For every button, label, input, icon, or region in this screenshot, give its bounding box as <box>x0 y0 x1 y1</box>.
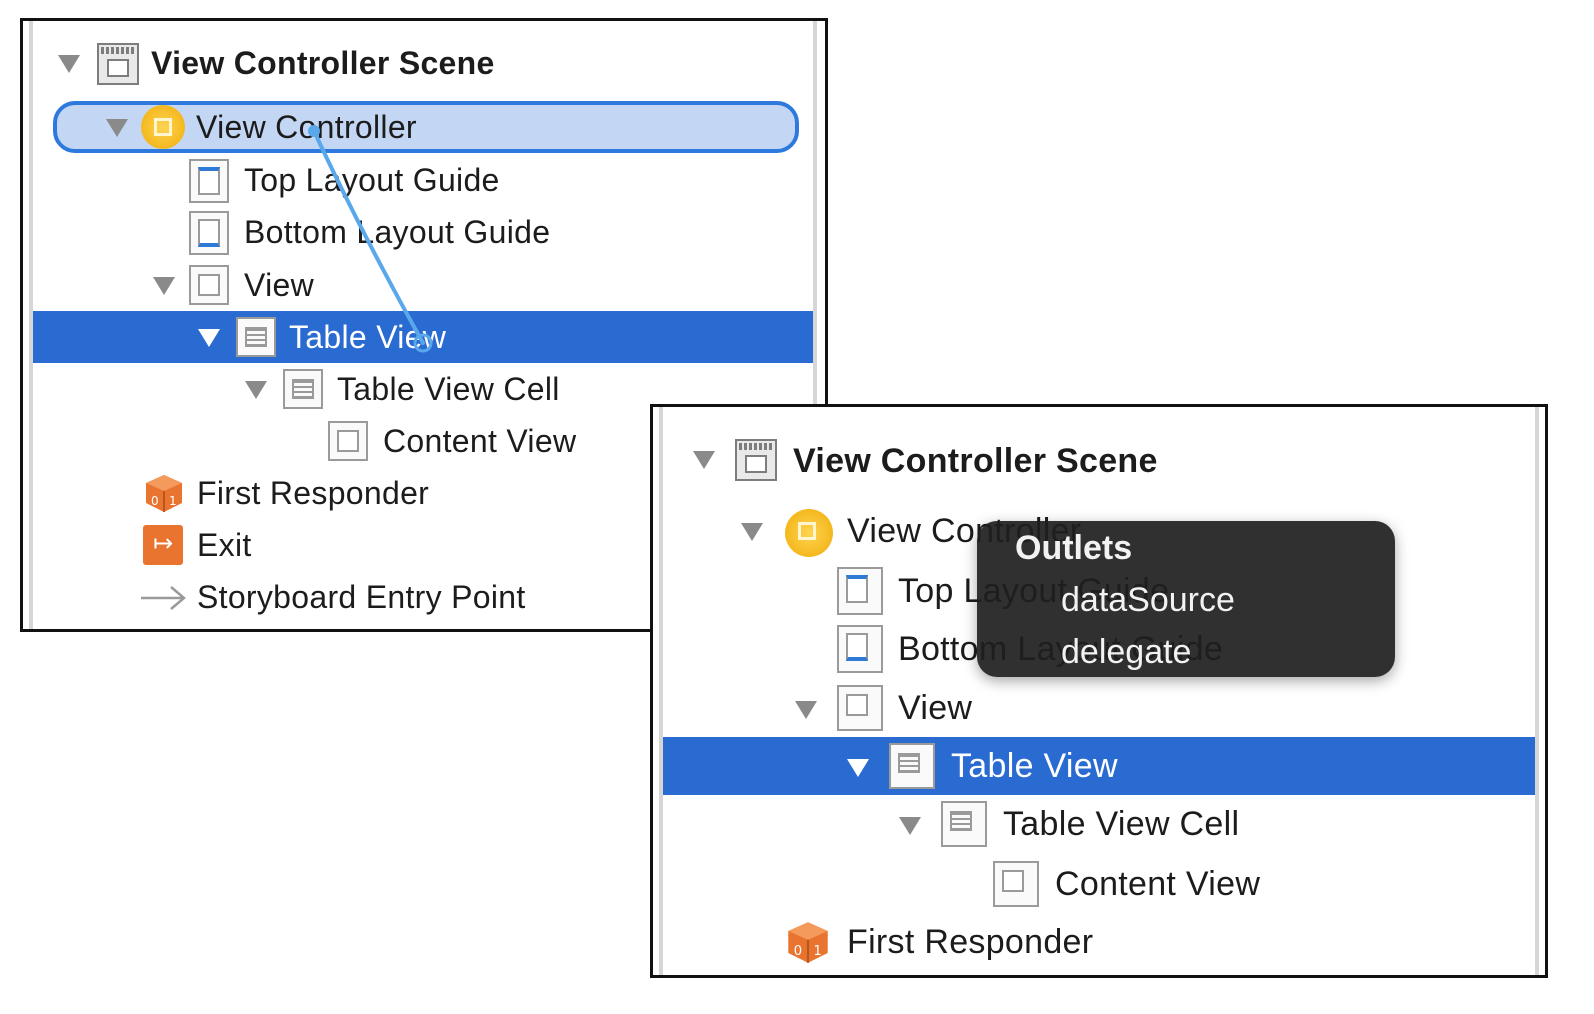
outline-row-table-view-cell[interactable]: Table View Cell <box>23 363 825 415</box>
table-view-cell-icon <box>283 369 323 409</box>
document-outline-panel-before: View Controller Scene View Controller To… <box>20 18 828 632</box>
outline-label: Table View <box>951 747 1118 785</box>
outlets-popup: Outlets dataSource delegate <box>977 521 1395 677</box>
document-outline-panel-after: View Controller Scene View Controller To… <box>650 404 1548 978</box>
outline-label: View Controller Scene <box>151 45 495 81</box>
first-responder-icon: 0 1 <box>785 919 831 965</box>
scroll-rail <box>813 21 817 629</box>
outline-row-view-controller[interactable]: View Controller <box>23 101 825 153</box>
outline-label: View <box>898 689 973 727</box>
outline-label: Content View <box>1055 865 1261 903</box>
first-responder-icon: 0 1 <box>143 472 185 514</box>
outline-row-table-view[interactable]: Table View <box>663 737 1535 795</box>
table-view-cell-icon <box>941 801 987 847</box>
outlets-popup-title: Outlets <box>1015 529 1133 567</box>
outline-row-content-view[interactable]: Content View <box>23 415 825 467</box>
bottom-layout-guide-icon <box>189 211 229 255</box>
svg-text:1: 1 <box>813 944 821 959</box>
outline-row-first-responder[interactable]: 0 1 First Responder <box>653 913 1545 971</box>
disclosure-triangle-icon[interactable] <box>795 701 817 719</box>
outline-row-table-view[interactable]: Table View <box>33 311 813 363</box>
top-layout-guide-icon <box>189 159 229 203</box>
outline-label: Exit <box>197 527 252 563</box>
content-view-icon <box>328 421 368 461</box>
svg-text:0: 0 <box>794 944 802 959</box>
outline-row-first-responder[interactable]: 0 1 First Responder <box>23 467 825 519</box>
entry-point-arrow-icon <box>139 583 187 613</box>
outline-label: View <box>244 267 314 303</box>
view-controller-icon <box>785 509 833 557</box>
scene-icon <box>97 43 139 85</box>
outline-row-table-view-cell[interactable]: Table View Cell <box>653 795 1545 853</box>
outlet-option-delegate[interactable]: delegate <box>1061 633 1192 671</box>
outline-row-view[interactable]: View <box>23 259 825 311</box>
disclosure-triangle-icon[interactable] <box>58 55 80 73</box>
disclosure-triangle-icon[interactable] <box>847 759 869 777</box>
left-rail <box>659 407 663 975</box>
disclosure-triangle-icon[interactable] <box>198 329 220 347</box>
outline-label: First Responder <box>197 475 430 511</box>
outline-row-scene[interactable]: View Controller Scene <box>653 433 1545 487</box>
outlet-option-datasource[interactable]: dataSource <box>1061 581 1235 619</box>
outline-label: Content View <box>383 423 577 459</box>
outline-row-top-layout-guide[interactable]: Top Layout Guide <box>23 155 825 207</box>
outline-row-bottom-layout-guide[interactable]: Bottom Layout Guide <box>23 207 825 259</box>
table-view-icon <box>236 317 276 357</box>
disclosure-triangle-icon[interactable] <box>153 277 175 295</box>
outline-label: Table View Cell <box>1003 805 1240 843</box>
view-icon <box>837 685 883 731</box>
outline-row-exit[interactable]: Exit <box>23 519 825 571</box>
scene-icon <box>735 439 777 481</box>
outline-label: Storyboard Entry Point <box>197 579 526 615</box>
outline-label: First Responder <box>847 923 1094 961</box>
bottom-layout-guide-icon <box>837 625 883 673</box>
outline-row-storyboard-entry-point[interactable]: Storyboard Entry Point <box>23 571 825 623</box>
svg-text:0: 0 <box>151 494 159 508</box>
outline-row-view[interactable]: View <box>653 679 1545 737</box>
disclosure-triangle-icon[interactable] <box>741 523 763 541</box>
view-icon <box>189 265 229 305</box>
svg-text:1: 1 <box>169 494 177 508</box>
scroll-rail <box>1535 407 1539 975</box>
outline-label: Top Layout Guide <box>244 162 500 198</box>
outline-row-view-controller[interactable]: View Controller <box>653 503 1545 559</box>
left-rail <box>29 21 33 629</box>
exit-icon <box>143 525 183 565</box>
outline-row-scene[interactable]: View Controller Scene <box>23 39 825 89</box>
view-controller-icon <box>141 105 185 149</box>
outline-label: View Controller <box>196 109 417 145</box>
outline-label: Table View <box>289 319 447 355</box>
content-view-icon <box>993 861 1039 907</box>
top-layout-guide-icon <box>837 567 883 615</box>
outline-label: Table View Cell <box>337 371 560 407</box>
table-view-icon <box>889 743 935 789</box>
disclosure-triangle-icon[interactable] <box>245 381 267 399</box>
outline-label: Bottom Layout Guide <box>244 214 551 250</box>
disclosure-triangle-icon[interactable] <box>693 451 715 469</box>
outline-label: View Controller Scene <box>793 442 1158 480</box>
outline-row-content-view[interactable]: Content View <box>653 855 1545 913</box>
disclosure-triangle-icon[interactable] <box>899 817 921 835</box>
disclosure-triangle-icon[interactable] <box>106 119 128 137</box>
